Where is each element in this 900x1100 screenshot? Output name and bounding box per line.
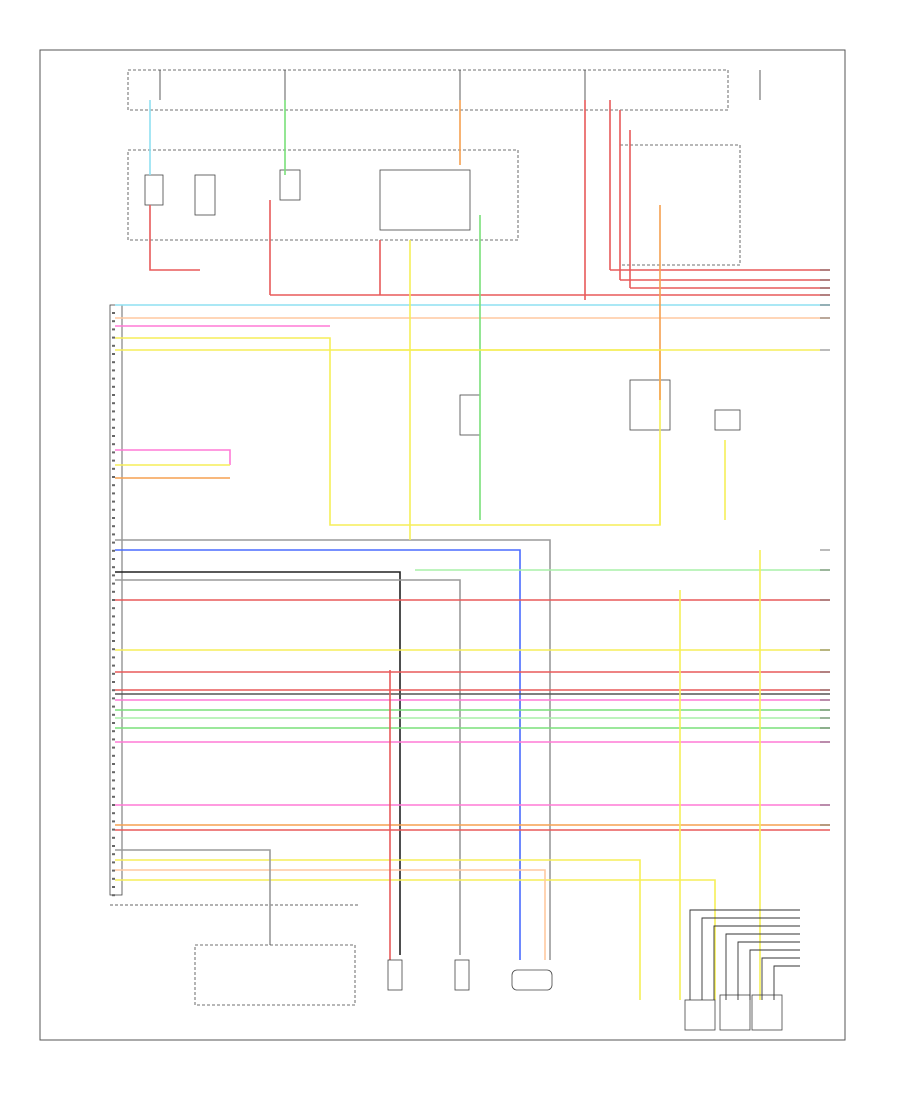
pcm-pin <box>112 467 115 470</box>
pcm-pin <box>112 410 115 413</box>
pcm-pin <box>112 713 115 716</box>
wire-yellow <box>115 337 661 526</box>
pcm-pin <box>112 894 115 897</box>
pcm-pin <box>112 738 115 741</box>
pcm-pin <box>112 525 115 528</box>
wire-yellow <box>115 859 641 1000</box>
pcm-pin <box>112 689 115 692</box>
pcm-pin <box>112 820 115 823</box>
top-fuse-panel <box>127 69 761 266</box>
pcm-pin <box>112 631 115 634</box>
pcm-pin <box>112 336 115 339</box>
pcm-pin <box>112 418 115 421</box>
pcm-pin <box>112 508 115 511</box>
pcm-pin <box>112 574 115 577</box>
pcm-pin <box>112 648 115 651</box>
pcm-pin <box>112 804 115 806</box>
pcm-pin <box>112 672 115 675</box>
pcm-pin <box>112 623 115 626</box>
pcm-pin <box>112 656 115 659</box>
pcm-pin <box>112 722 115 724</box>
pcm-pin <box>112 697 115 700</box>
pcm-pin <box>112 828 115 831</box>
pcm-pin <box>112 861 115 864</box>
pcm-pin <box>112 664 115 667</box>
pcm-pin <box>112 795 115 798</box>
pcm-pin <box>112 763 115 765</box>
wire-gray <box>115 849 271 945</box>
pcm-pin <box>112 771 115 774</box>
pcm-pin <box>112 402 115 405</box>
wire-black <box>115 571 401 955</box>
pcm-pin <box>112 435 115 437</box>
pcm-pin <box>112 836 115 839</box>
wire-blue <box>115 549 521 960</box>
pcm-pin <box>112 607 115 610</box>
pcm-pin <box>112 599 115 601</box>
pcm-pin <box>112 344 115 347</box>
pcm-pin <box>112 886 115 888</box>
pcm-pin <box>112 484 115 487</box>
wire-gray <box>115 579 461 955</box>
connector-fan-wire <box>713 925 800 1000</box>
pcm-pin <box>112 549 115 552</box>
pcm-connector <box>109 304 360 906</box>
pcm-pin <box>112 746 115 749</box>
pcm-pin <box>112 533 115 536</box>
pcm-pin <box>112 869 115 872</box>
pcm-pin <box>112 730 115 733</box>
pcm-pin <box>112 754 115 757</box>
pcm-pin <box>112 705 115 708</box>
pcm-pin <box>112 517 115 519</box>
pcm-pin <box>112 492 115 495</box>
wire-red <box>149 205 200 271</box>
pcm-pin <box>112 328 115 331</box>
pcm-pin <box>112 877 115 880</box>
pcm-pin <box>112 558 115 560</box>
pcm-pin <box>112 845 115 847</box>
pcm-pin <box>112 443 115 446</box>
connector-fan-wire <box>773 965 800 1000</box>
connector-fan-wire <box>761 957 800 1000</box>
connector-fan-wire <box>689 909 800 1000</box>
bottom-components <box>194 944 783 1031</box>
pcm-pin <box>112 615 115 618</box>
connector-fan-wire <box>737 941 800 1000</box>
pcm-pin <box>112 353 115 355</box>
pcm-pin <box>112 320 115 323</box>
pcm-pin <box>112 812 115 815</box>
connector-fan-wire <box>749 949 800 1000</box>
pcm-pin <box>112 426 115 429</box>
pcm-pin <box>112 476 115 478</box>
pcm-pin <box>112 459 115 462</box>
right-connector-ticks <box>689 269 830 1000</box>
pcm-pin <box>112 582 115 585</box>
pcm-pin <box>112 541 115 544</box>
connector-fan-wire <box>725 933 800 1000</box>
diagram-frame <box>39 49 846 1041</box>
pcm-pin <box>112 590 115 593</box>
wire-group <box>112 100 830 1000</box>
relay-symbols <box>144 169 741 436</box>
pcm-pin <box>112 451 115 454</box>
pcm-pin <box>112 681 115 683</box>
pcm-pin <box>112 361 115 364</box>
pcm-pin <box>112 779 115 782</box>
wire-yellow <box>115 879 716 1000</box>
pcm-pin <box>112 853 115 856</box>
connector-fan-wire <box>701 917 800 1000</box>
wire-peach <box>115 869 546 960</box>
wire-gray <box>115 539 551 960</box>
wire-pink <box>115 449 231 465</box>
pcm-pin <box>112 500 115 503</box>
pcm-pin <box>112 369 115 372</box>
pcm-pin <box>112 640 115 642</box>
pcm-pin <box>112 312 115 314</box>
pcm-pin <box>112 787 115 790</box>
pcm-pin <box>112 394 115 396</box>
pcm-pin <box>112 566 115 569</box>
pcm-pin <box>112 377 115 380</box>
pcm-pin <box>112 385 115 388</box>
